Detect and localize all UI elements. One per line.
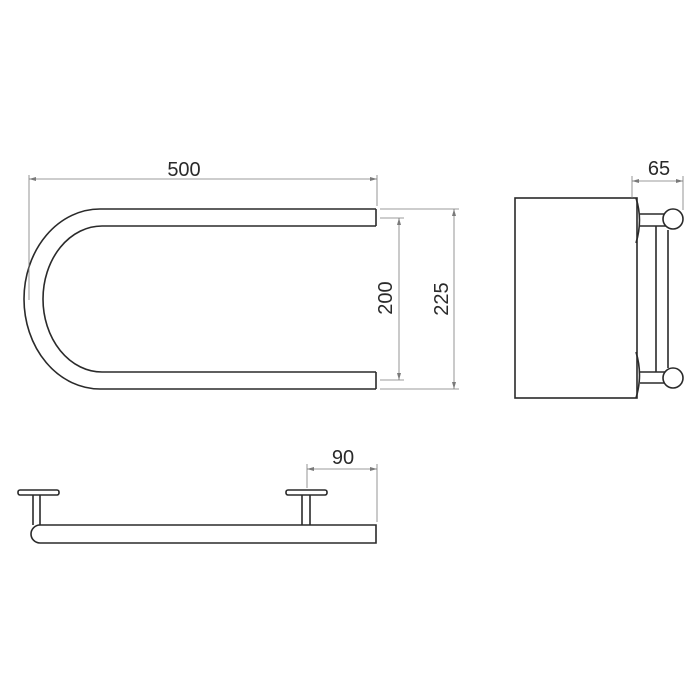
offset-arrow-right: [370, 467, 377, 471]
dimension-inner-height: 200: [375, 217, 404, 381]
inner-height-arrow-top: [397, 218, 401, 225]
front-view: [23, 208, 377, 390]
offset-label: 90: [332, 447, 354, 469]
depth-arrow-right: [676, 179, 683, 183]
inner-height-arrow-bottom: [397, 373, 401, 380]
side-view-flange-bottom: [635, 351, 641, 399]
side-view-pipe-end-bottom: [662, 367, 684, 389]
top-view-flange-right: [285, 489, 328, 496]
dimension-depth: 65: [631, 158, 684, 210]
dimension-mount-offset: 90: [306, 447, 378, 522]
dimension-outer-height: 225: [380, 208, 459, 390]
width-label: 500: [167, 159, 200, 181]
inner-height-label: 200: [375, 281, 397, 314]
front-view-outer-pipe: [23, 208, 376, 390]
side-view: [514, 197, 684, 399]
top-view-flange-left: [17, 489, 60, 496]
width-arrow-right: [370, 177, 377, 181]
front-view-inner-pipe: [42, 225, 376, 373]
top-view: [17, 489, 377, 544]
offset-arrow-left: [307, 467, 314, 471]
side-view-flange-top: [635, 197, 641, 244]
depth-label: 65: [648, 158, 670, 180]
outer-height-arrow-top: [452, 209, 456, 216]
dimension-width: 500: [28, 159, 378, 300]
width-arrow-left: [29, 177, 36, 181]
depth-arrow-left: [632, 179, 639, 183]
side-view-wall: [514, 197, 638, 399]
side-view-pipe-end-top: [662, 208, 684, 230]
top-view-pipe: [30, 524, 377, 544]
outer-height-label: 225: [431, 282, 453, 315]
outer-height-arrow-bottom: [452, 382, 456, 389]
